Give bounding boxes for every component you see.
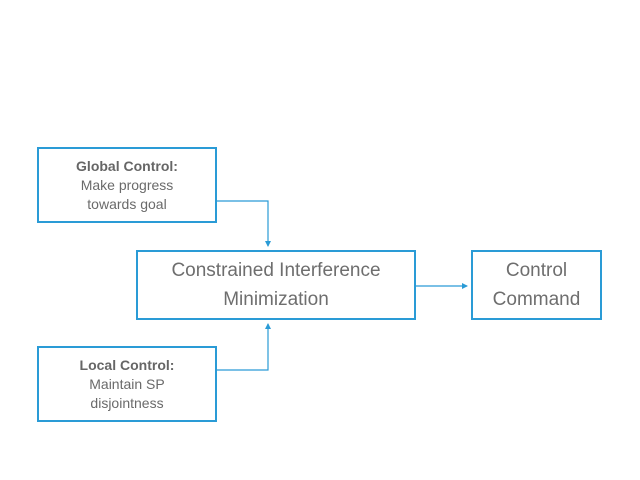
global-control-line-1: Make progress bbox=[80, 176, 174, 193]
global-control-heading: Global Control: bbox=[76, 157, 178, 174]
local-control-line-1: Maintain SP bbox=[89, 375, 165, 392]
control-command-box: Control Command bbox=[471, 250, 602, 320]
arrow-global-to-minimization bbox=[217, 200, 271, 247]
arrow-local-to-minimization bbox=[217, 323, 271, 371]
local-control-heading: Local Control: bbox=[79, 356, 175, 373]
local-control-line-2: disjointness bbox=[90, 394, 164, 411]
control-command-line-2: Command bbox=[492, 289, 581, 310]
control-command-line-1: Control bbox=[505, 260, 568, 281]
global-control-box: Global Control: Make progress towards go… bbox=[37, 147, 217, 223]
minimization-line-2: Minimization bbox=[223, 289, 329, 310]
local-control-box: Local Control: Maintain SP disjointness bbox=[37, 346, 217, 422]
minimization-line-1: Constrained Interference bbox=[171, 260, 381, 281]
minimization-box: Constrained Interference Minimization bbox=[136, 250, 416, 320]
global-control-line-2: towards goal bbox=[87, 195, 167, 212]
